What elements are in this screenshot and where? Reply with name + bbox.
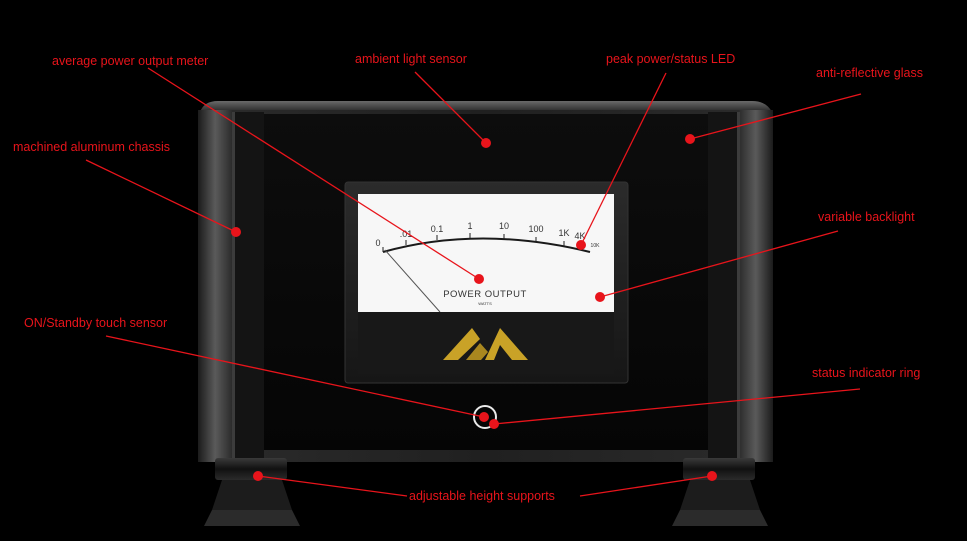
meter-unit: WATTS [478,301,492,306]
leader-backlight [599,230,839,298]
power-meter: 0 .01 0.1 1 10 100 1K 4K 10K POWER OUTPUT WATTS [344,181,629,384]
meter-scale-label: 1 [467,221,472,231]
meter-title: POWER OUTPUT [443,289,527,300]
meter-scale-label: .01 [400,229,413,239]
red-dot-marker-icon [481,138,491,148]
label-peak-power-led: peak power/status LED [606,52,736,66]
red-dot-marker-icon [685,134,695,144]
red-dot-marker-icon [576,240,586,250]
meter-scale-label: 10K [591,243,601,249]
foot-right [672,458,768,526]
meter-needle [384,249,441,313]
leader-glass [689,93,862,140]
leader-support-right [579,475,713,497]
side-panel-right [708,112,740,462]
label-anti-reflective-glass: anti-reflective glass [816,66,923,80]
label-standby-sensor: ON/Standby touch sensor [24,316,168,330]
label-ambient-light-sensor: ambient light sensor [355,52,467,66]
leader-lines [85,67,862,497]
red-dot-marker-icon [253,471,263,481]
label-average-power-meter: average power output meter [52,54,209,68]
red-dot-marker-icon [231,227,241,237]
leader-peak-led [580,72,667,246]
red-dot-marker-icon [474,274,484,284]
leader-standby [105,335,485,418]
leader-status-ring [493,388,861,425]
red-dot-markers [231,134,717,481]
meter-face [358,194,614,312]
leader-ambient [414,71,487,144]
leader-support-left [257,475,408,497]
side-panel-left [232,112,264,462]
foot-left [204,458,300,526]
meter-scale-label: 10 [499,221,509,231]
red-dot-marker-icon [479,412,489,422]
leader-chassis [85,159,237,233]
gold-triangle-logo-icon-right [485,328,528,360]
meter-scale-label: 1K [558,228,569,238]
label-variable-backlight: variable backlight [818,210,915,224]
meter-scale-label: 4K [574,231,585,241]
chassis-top-edge [200,101,772,112]
gold-triangle-logo-icon [443,328,480,360]
meter-scale-label: 100 [528,224,543,234]
meter-scale-label: 0 [375,238,380,248]
label-status-ring: status indicator ring [812,366,921,380]
meter-scale-label: 0.1 [431,224,444,234]
red-dot-marker-icon [595,292,605,302]
gold-triangle-logo-icon-inner [466,343,488,360]
label-machined-chassis: machined aluminum chassis [13,140,171,154]
red-dot-marker-icon [489,419,499,429]
red-dot-marker-icon [707,471,717,481]
meter-scale-arc [382,237,591,253]
power-ring-icon[interactable] [473,405,497,429]
label-height-supports: adjustable height supports [409,489,555,503]
meter-lower-panel [358,312,614,374]
meter-scale-labels: 0 .01 0.1 1 10 100 1K 4K 10K [375,221,600,249]
side-panel-left-highlight [232,112,235,462]
leader-average-power [147,67,480,280]
side-panel-right-highlight [737,112,740,462]
